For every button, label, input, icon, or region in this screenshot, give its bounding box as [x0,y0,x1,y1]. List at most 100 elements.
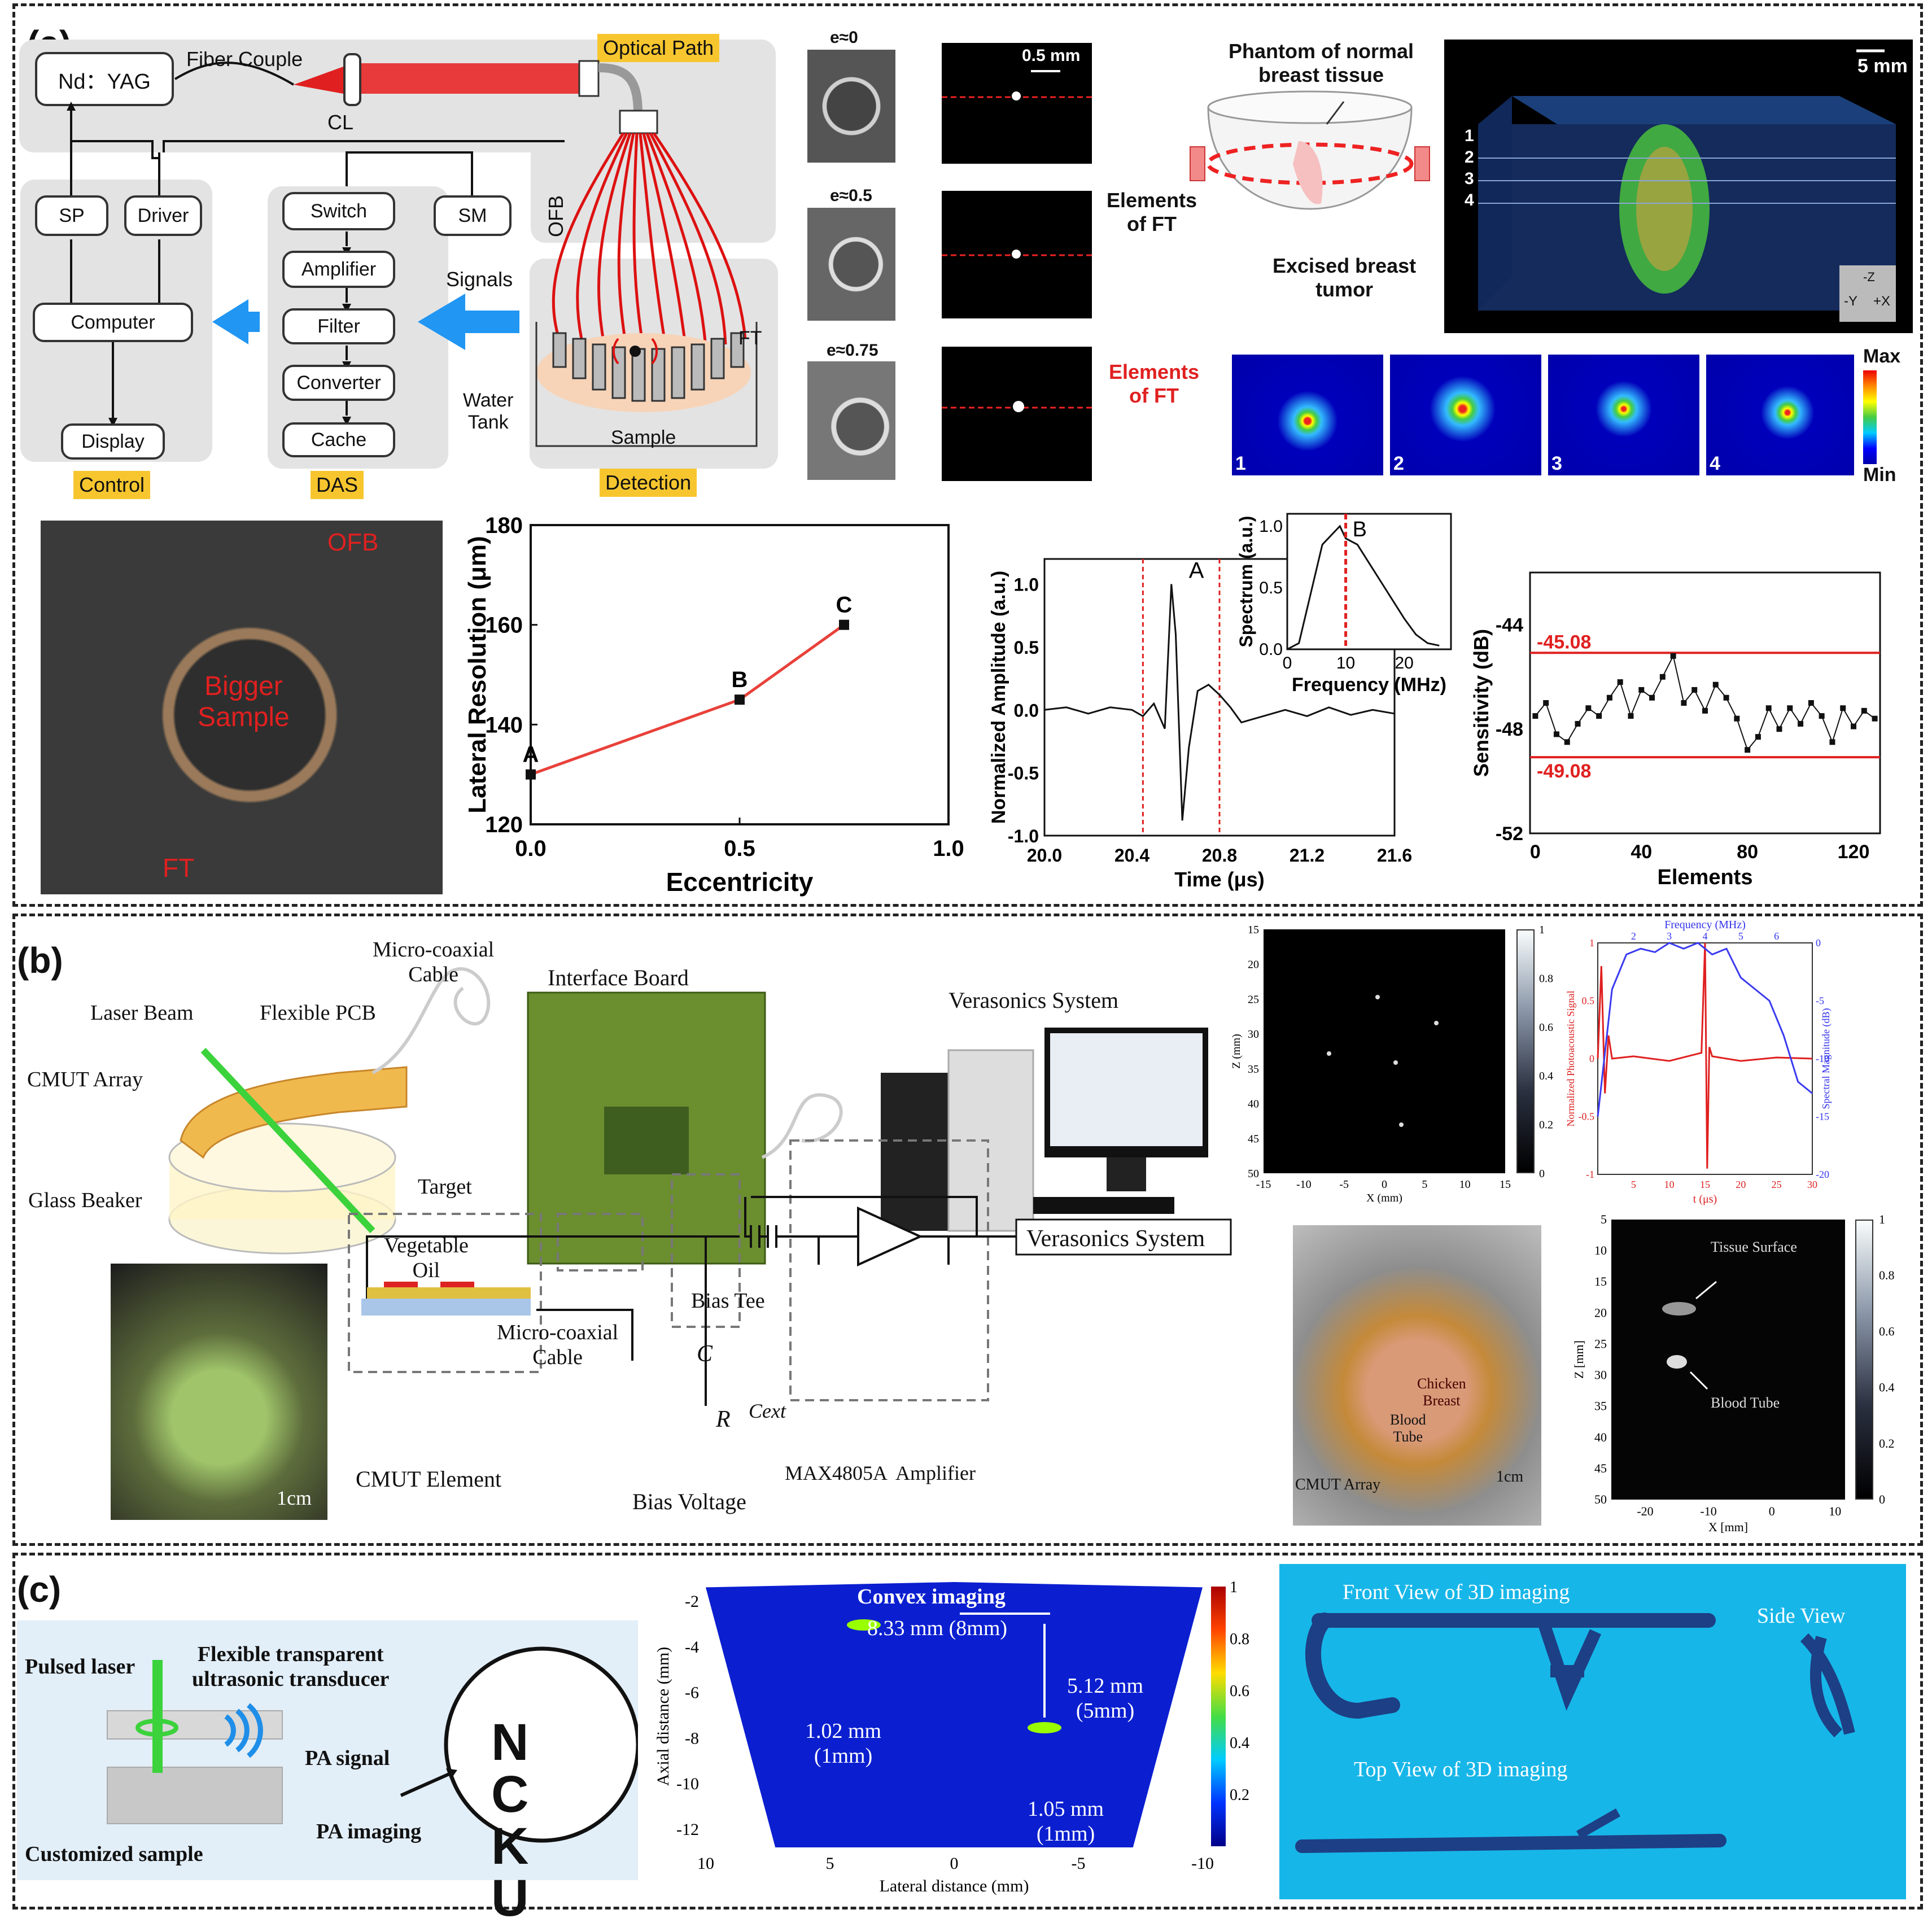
data-point [1776,726,1782,732]
inset-x-tick: 20 [1395,654,1413,672]
inset-y-tick: 0.0 [1259,640,1283,659]
target-spot-1 [847,1619,881,1631]
detection-label: Detection [600,469,697,497]
annotation-a: A [1189,558,1204,583]
data-point [1649,694,1655,701]
y-tick-label: 30 [1594,1368,1607,1382]
y-tick-label: -12 [676,1820,699,1839]
b-glass-beaker-label: Glass Beaker [28,1188,142,1212]
y-tick-label: -1.0 [1008,826,1039,846]
inset-line [1287,525,1440,650]
inset-frame [1286,513,1452,650]
data-point [1702,707,1708,714]
panel-b [12,914,1923,1546]
y-axis-label: Z [mm] [1572,1340,1586,1379]
y-tick-label: -44 [1496,614,1523,636]
y-tick-label: 20 [1594,1305,1607,1319]
b-image-bottom-cbar [1855,1220,1873,1500]
x-tick-label: 0 [1530,841,1541,863]
y-tick-label: 35 [1248,1063,1259,1076]
slice-label-4: 4 [1710,453,1720,474]
scale-05mm: 0.5 mm [1022,46,1081,65]
data-point [1755,734,1761,740]
b-target-label: Target [418,1175,472,1199]
data-point [1840,705,1846,711]
y-tick-label: 0.5 [1014,637,1039,658]
ecc-photo-1 [807,208,895,321]
cbar-tick-label: 0.2 [1539,1119,1553,1131]
signals-label: Signals [446,268,513,291]
series-line-1 [1597,942,1813,1117]
inset-y-tick: 1.0 [1259,517,1283,536]
circuit-r: R [716,1406,731,1432]
y-tick-label: 25 [1248,993,1259,1006]
x-tick-label: 40 [1631,841,1652,863]
switch-node: Switch [282,192,395,230]
y-axis-label: Z (mm) [1231,1034,1243,1069]
x-tick-label: -10 [1296,1178,1312,1191]
x-tick-label: 10 [697,1854,714,1873]
volume-layer-4: 4 [1465,191,1474,209]
slice-3 [1548,355,1699,475]
volume-box [1478,49,1896,322]
y-tick-label: 0.0 [1014,700,1039,720]
psf-image-2 [942,347,1092,481]
x-axis-label: Lateral distance (mm) [880,1877,1029,1895]
panel-a [12,3,1923,907]
y-tick-label: 20 [1248,959,1259,971]
convex-image [706,1582,1203,1847]
b-cmut-array-label: CMUT Array [27,1068,143,1091]
x-tick-label: 80 [1737,841,1758,863]
y-tick-label: 50 [1248,1168,1259,1180]
circuit-bias-voltage: Bias Voltage [632,1489,746,1514]
psf-image-0 [942,43,1092,164]
y2-tick-label: 0 [1816,937,1821,949]
data-point [1787,705,1793,711]
data-point [1681,700,1687,706]
y-tick-label: -48 [1496,719,1523,740]
colorbar-max: Max [1863,346,1901,367]
x-tick-label: 1.0 [933,836,964,861]
x-tick-label: 5 [1631,1179,1636,1190]
ecc-photo-2 [807,361,895,480]
x-axis-label: Eccentricity [666,867,814,897]
data-point [1543,700,1549,706]
data-point [1659,674,1666,680]
convex-d4: 1.05 mm (1mm) [1028,1797,1104,1846]
circuit-verasonics: Verasonics System [1026,1226,1205,1252]
y-tick-label: 160 [485,613,523,638]
y-tick-label: 15 [1248,924,1259,936]
circuit-micro-coax: Micro-coaxial Cable [497,1321,619,1369]
phantom-graphic [1190,90,1430,210]
x-tick-label: 20.4 [1114,845,1149,866]
b-flex-pcb-label: Flexible PCB [260,1001,376,1025]
cbar-tick-label: 0.4 [1230,1734,1249,1752]
data-point [1765,705,1772,711]
y2-tick-label: -20 [1816,1169,1829,1180]
sample-label-diagram: Sample [611,427,676,448]
phantom-tumor-label: Excised breast tumor [1273,254,1417,301]
data-point [526,769,536,780]
y-tick-label: 50 [1594,1492,1607,1506]
x2-axis-label: Frequency (MHz) [1664,920,1746,931]
cbar-tick-label: 1 [1879,1212,1885,1226]
y-tick-label: 0.5 [1582,995,1595,1007]
x-tick-label: 20.8 [1202,845,1237,866]
inset-y-label: Spectrum (a.u.) [1236,516,1256,648]
slice-label-1: 1 [1235,453,1246,474]
x-axis-label: t (μs) [1693,1193,1717,1205]
cl-label: CL [327,111,354,134]
convex-colorbar [1211,1587,1226,1846]
hline-label: -45.08 [1537,631,1591,653]
x2-tick-label: 4 [1703,930,1708,942]
y-tick-label: -6 [685,1684,699,1702]
data-point [1606,694,1612,701]
slice-4 [1706,355,1854,475]
x-tick-label: 120 [1838,841,1870,863]
data-point [1628,713,1634,719]
cbar-tick-label: 0.6 [1539,1021,1553,1034]
hline-label: -49.08 [1537,761,1591,782]
c-schematic-graphic [107,1646,638,1843]
x2-tick-label: 5 [1738,930,1743,942]
